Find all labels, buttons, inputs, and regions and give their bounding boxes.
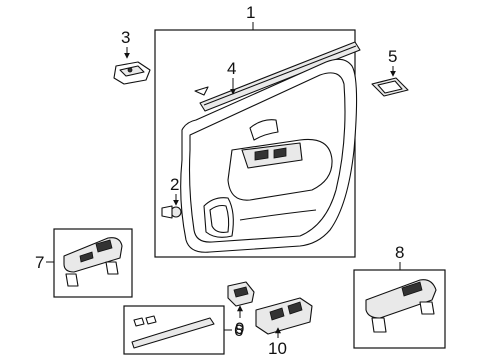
callout-6: 6 (234, 321, 243, 340)
switch-panel-part-8: 8 (353, 243, 446, 349)
master-switch-button-b (287, 301, 303, 315)
weatherstrip-clip (194, 86, 209, 96)
callout-1: 1 (246, 3, 255, 22)
door-pocket-inner (209, 204, 230, 233)
callout-2: 2 (170, 175, 179, 194)
trim-lower-line (239, 209, 317, 221)
callout-10: 10 (268, 339, 287, 358)
switch-panel-right-clip-b (419, 301, 435, 315)
callout-7: 7 (35, 253, 44, 272)
switch-b (273, 147, 287, 159)
callout-4: 4 (227, 59, 236, 78)
garnish-strip (131, 317, 215, 349)
clip-part-2: 2 (161, 175, 182, 219)
switch-panel-part-7: 7 (35, 228, 133, 298)
switch-part-9: 9 (227, 281, 255, 338)
bracket-screw (127, 67, 133, 73)
garnish-clip-a (133, 317, 145, 327)
switch-panel-right-clip-a (371, 317, 387, 333)
callout-9: 9 (235, 319, 244, 338)
bezel-inner (377, 80, 403, 94)
door-panel-group: 1 4 (154, 3, 361, 258)
switch-panel-switch-b (79, 251, 94, 263)
callout-8: 8 (395, 243, 404, 262)
switch-panel-switch-a (95, 239, 113, 253)
weatherstrip-groove (203, 45, 357, 106)
bezel-part-5: 5 (371, 47, 409, 97)
switch-panel-clip-a (65, 273, 79, 287)
switch-part-10: 10 (255, 297, 313, 358)
switch-panel-box (53, 228, 133, 298)
garnish-clip-b (145, 315, 157, 325)
callout-5: 5 (388, 47, 397, 66)
inner-handle (249, 119, 279, 141)
callout-3: 3 (121, 28, 130, 47)
switch-bezel (241, 142, 303, 169)
master-switch-button-a (269, 307, 285, 321)
switch-panel-right-switch (401, 281, 423, 297)
weatherstrip (199, 41, 361, 112)
bracket-part-3: 3 (113, 28, 151, 85)
clip-body (161, 205, 173, 219)
switch-a (254, 149, 269, 161)
single-switch-button (233, 286, 249, 298)
switch-panel-clip-b (105, 261, 119, 275)
garnish-part-6: 6 (123, 305, 243, 355)
